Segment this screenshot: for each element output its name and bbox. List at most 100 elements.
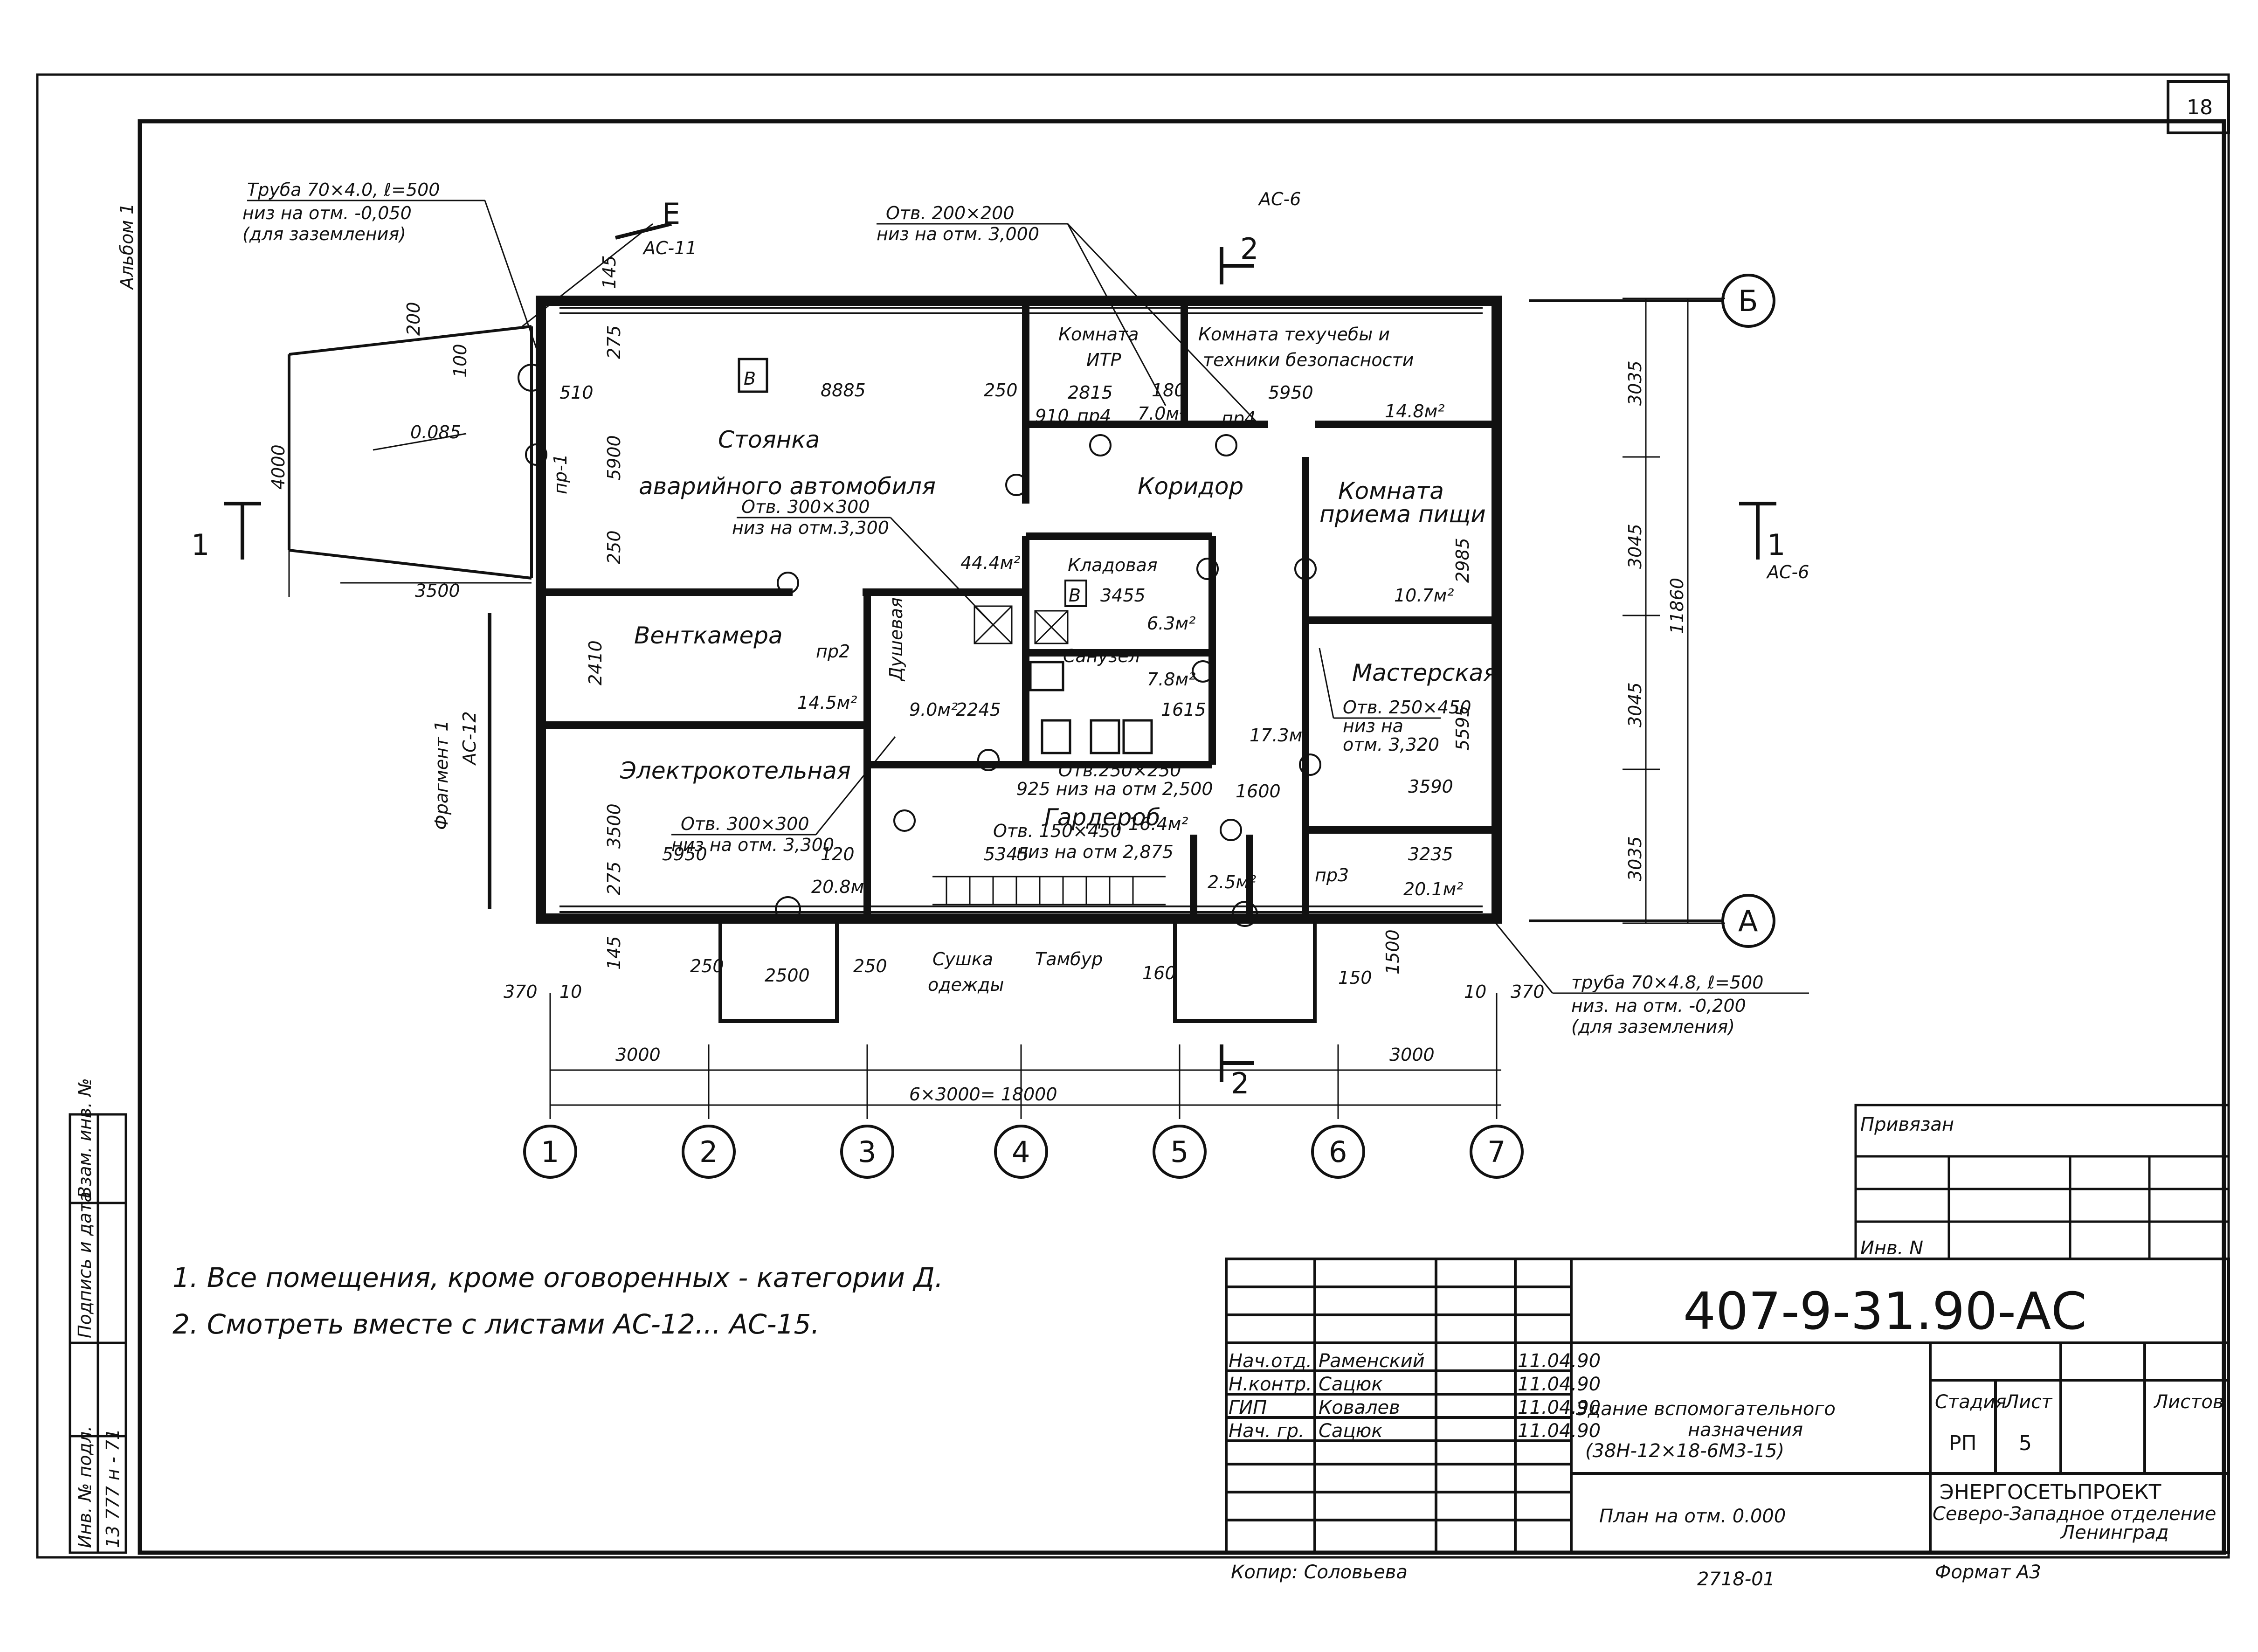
room-drying-line1: Сушка <box>932 949 993 969</box>
svg-text:10: 10 <box>559 982 582 1002</box>
room-vent-area: 14.5м² <box>797 692 857 713</box>
title-org-2: Северо-Западное отделение <box>1933 1503 2216 1525</box>
room-workshop-name: Мастерская <box>1352 659 1497 686</box>
opening-workshop-line2: низ на <box>1343 716 1403 736</box>
fragment-left-ref: АС-12 <box>459 711 480 766</box>
section-mark-right: 1 <box>1767 528 1785 562</box>
svg-text:1615: 1615 <box>1161 699 1206 720</box>
pipe-top-left-line2: низ на отм. -0,050 <box>242 203 412 223</box>
svg-text:3590: 3590 <box>1408 776 1453 797</box>
sheet-format: Формат А3 <box>1935 1562 2041 1583</box>
title-block <box>1225 1258 2230 1554</box>
svg-text:370: 370 <box>504 982 538 1002</box>
axis-row-a: А <box>1738 904 1758 938</box>
svg-text:510: 510 <box>559 382 594 403</box>
svg-text:145: 145 <box>604 936 624 970</box>
room-storage-category: В <box>1069 585 1081 606</box>
svg-text:3000: 3000 <box>1389 1044 1435 1065</box>
svg-text:3235: 3235 <box>1408 844 1453 864</box>
stamp-left-inv: Инв. № подл. <box>75 1426 95 1548</box>
section-right-ref: АС-6 <box>1766 562 1809 582</box>
svg-text:пр-1: пр-1 <box>550 454 571 494</box>
title-org-3: Ленинград <box>2060 1522 2169 1543</box>
canopy-height: 4000 <box>268 444 289 490</box>
svg-text:пр4: пр4 <box>1222 408 1256 429</box>
section-mark-left: 1 <box>191 528 209 562</box>
svg-text:150: 150 <box>1338 968 1372 988</box>
svg-text:8885: 8885 <box>821 380 866 401</box>
sheet-number: 18 <box>2187 96 2213 119</box>
title-name-2: назначения <box>1688 1419 1803 1441</box>
svg-text:11860: 11860 <box>1667 578 1687 634</box>
svg-text:180: 180 <box>1152 380 1186 401</box>
room-parking-line1: Стоянка <box>718 426 820 453</box>
tb-role-3: ГИП <box>1229 1397 1267 1418</box>
copied-by: Копир: Соловьева <box>1231 1562 1408 1583</box>
node-mark-ref: АС-11 <box>642 238 697 258</box>
svg-text:5950: 5950 <box>1268 382 1313 403</box>
svg-text:100: 100 <box>450 344 470 378</box>
leader-lines <box>247 200 1809 994</box>
note-1: 1. Все помещения, кроме оговоренных - ка… <box>173 1262 943 1293</box>
room-wc-name: Санузел <box>1063 646 1140 666</box>
axis-7: 7 <box>1487 1135 1505 1169</box>
fragment-left: Фрагмент 1 <box>431 720 452 830</box>
entrance-elevation: 0.085 <box>410 422 461 442</box>
svg-text:1600: 1600 <box>1236 781 1281 802</box>
drawing-frame <box>36 73 2230 1559</box>
sheet-ref-top: АС-6 <box>1257 189 1301 209</box>
opening-parking-line2: низ на отм.3,300 <box>732 518 889 538</box>
tb-name-3: Ковалев <box>1319 1397 1400 1418</box>
axis-2: 2 <box>699 1135 718 1169</box>
svg-text:250: 250 <box>604 530 624 564</box>
room-shower-name: Душевая <box>886 597 906 682</box>
svg-text:10: 10 <box>1464 982 1486 1002</box>
room-safety-area: 14.8м² <box>1385 401 1445 422</box>
opening-top-line1: Отв. 200×200 <box>886 203 1015 223</box>
opening-workshop-line3: отм. 3,320 <box>1343 734 1439 755</box>
room-corridor-name: Коридор <box>1138 473 1243 500</box>
opening-wardrobe-1: Отв.250×250 <box>1058 760 1181 781</box>
room-safety-line1: Комната техучебы и <box>1198 324 1390 345</box>
svg-text:2245: 2245 <box>956 699 1001 720</box>
section-top: 2 <box>1240 232 1258 266</box>
room-vent-name: Венткамера <box>634 622 783 649</box>
svg-text:910: 910 <box>1035 406 1069 426</box>
tb-date-4: 11.04.90 <box>1518 1420 1601 1442</box>
dimension-lines <box>288 297 1725 1119</box>
room-shower-area: 9.0м² <box>909 699 958 720</box>
note-2: 2. Смотреть вместе с листами АС-12... АС… <box>173 1308 820 1340</box>
parking-category-box <box>738 358 768 393</box>
svg-text:5950: 5950 <box>662 844 707 864</box>
room-itp-line2: ИТР <box>1086 350 1121 370</box>
svg-text:370: 370 <box>1511 982 1545 1002</box>
axis-3: 3 <box>858 1135 876 1169</box>
dimension-texts: 8885 250 2815 180 5950 910 пр4 пр4 510 5… <box>403 255 1687 1105</box>
room-dining-line1: Комната <box>1338 477 1444 505</box>
left-stamp <box>69 1113 127 1554</box>
tb-role-4: Нач. гр. <box>1229 1420 1305 1442</box>
opening-boiler-line1: Отв. 300×300 <box>681 814 809 834</box>
room-boiler-area: 20.8м² <box>811 877 871 897</box>
axis-bubbles <box>523 274 1775 1179</box>
room-parking-category: В <box>744 368 756 389</box>
canopy-length: 3500 <box>415 581 460 601</box>
svg-text:2500: 2500 <box>765 965 810 986</box>
svg-text:2815: 2815 <box>1068 382 1113 403</box>
svg-text:3035: 3035 <box>1625 836 1645 881</box>
room-east-area: 20.1м² <box>1403 879 1464 899</box>
opening-parking-line1: Отв. 300×300 <box>741 497 870 517</box>
door-markers <box>518 364 1321 927</box>
svg-text:3045: 3045 <box>1625 682 1645 727</box>
svg-text:пр2: пр2 <box>816 641 850 662</box>
svg-text:250: 250 <box>853 956 887 976</box>
title-name-3: (38Н-12×18-6М3-15) <box>1585 1440 1784 1462</box>
title-code: 407-9-31.90-АС <box>1683 1281 2087 1341</box>
axis-4: 4 <box>1012 1135 1030 1169</box>
svg-text:250: 250 <box>690 956 724 976</box>
room-vestibule-area: 2.5м² <box>1208 872 1256 892</box>
svg-text:3500: 3500 <box>604 803 624 849</box>
tb-date-2: 11.04.90 <box>1518 1374 1601 1395</box>
tb-date-1: 11.04.90 <box>1518 1350 1601 1372</box>
